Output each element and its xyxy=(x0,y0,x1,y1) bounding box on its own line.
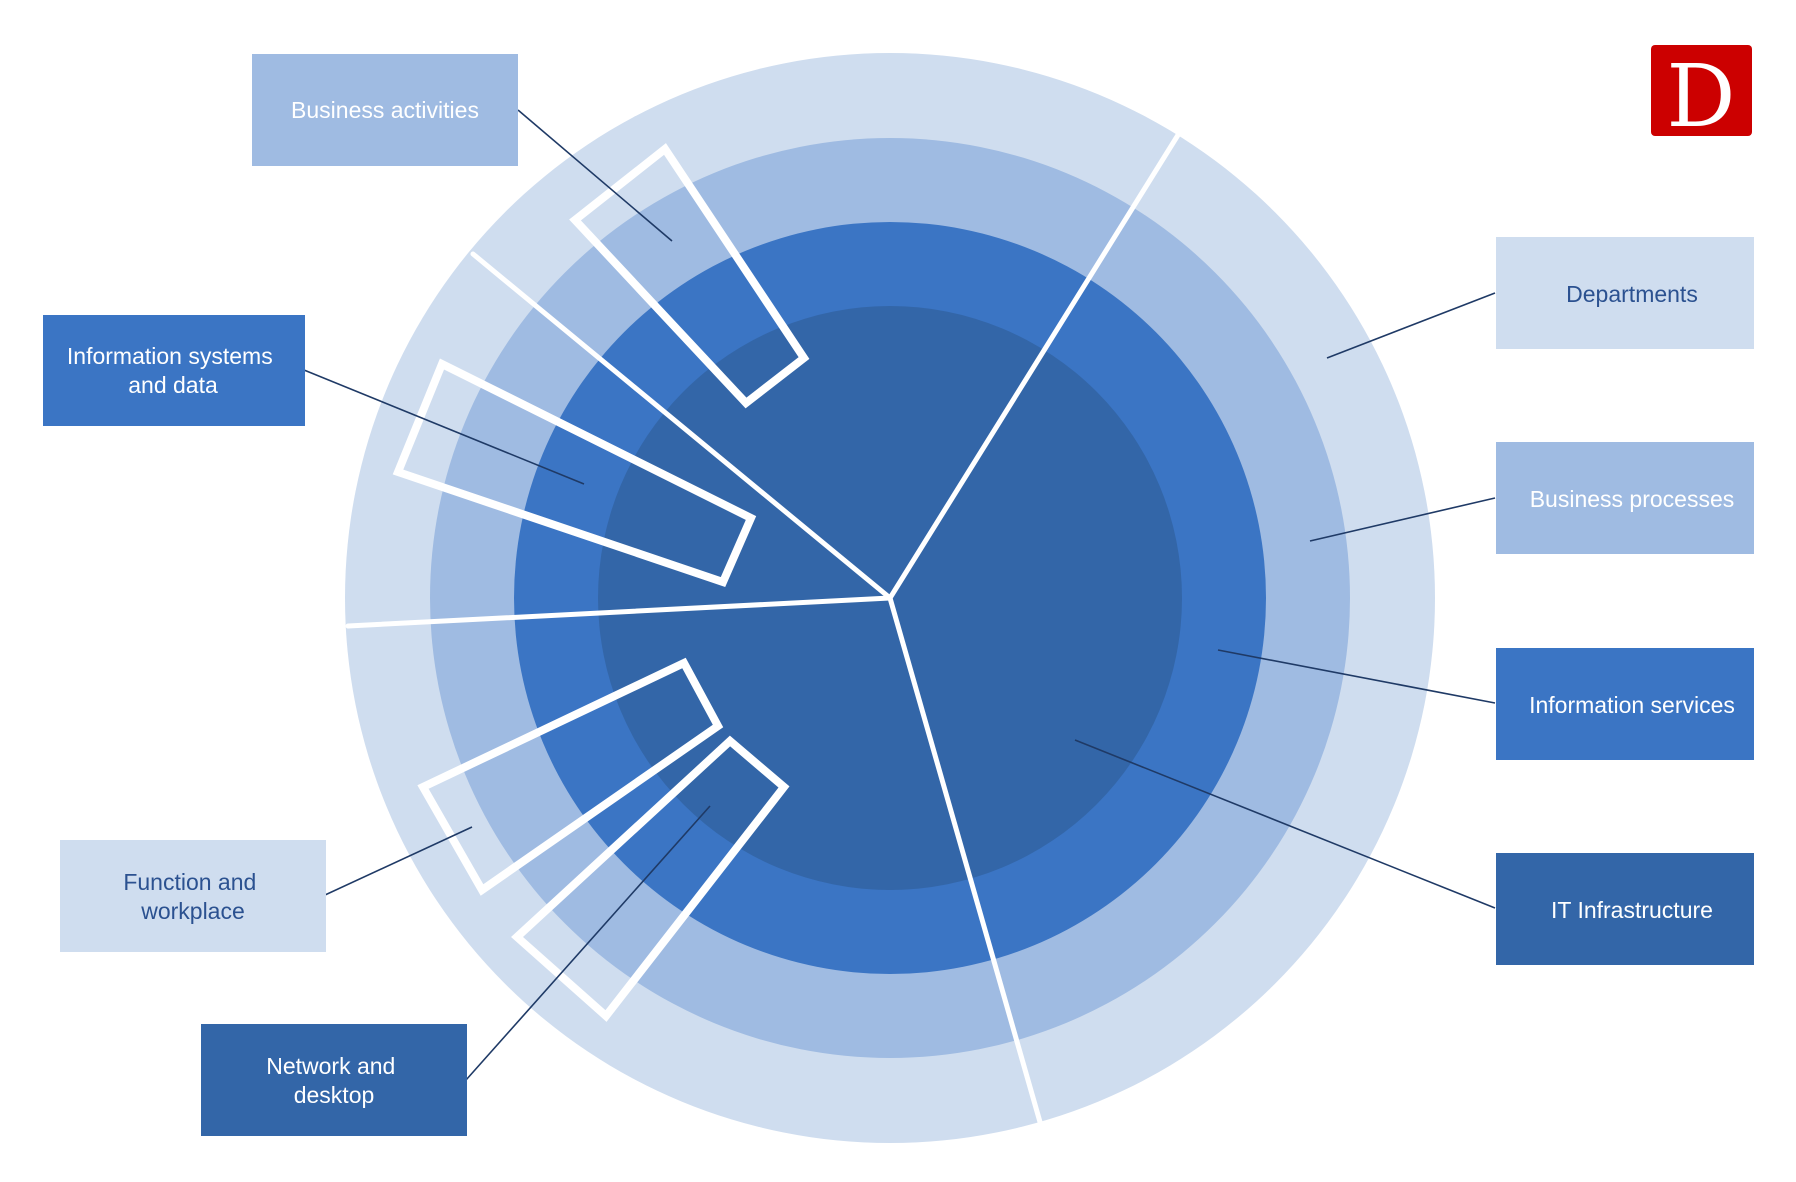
leader-network-desktop xyxy=(465,805,711,1081)
label-line-1: Function and xyxy=(123,869,256,895)
label-box xyxy=(1496,237,1754,349)
label-information-systems: Information systems and data xyxy=(43,315,305,426)
label-line-2: desktop xyxy=(294,1082,375,1108)
label-text: Information services xyxy=(1529,692,1735,718)
divider-left xyxy=(345,595,893,629)
divider-bottom xyxy=(887,595,1043,1125)
label-box xyxy=(252,54,518,166)
leader-information-services xyxy=(1217,649,1496,704)
label-text: IT Infrastructure xyxy=(1551,897,1713,923)
frame-network-desktop xyxy=(511,735,790,1022)
frame-information-systems xyxy=(392,358,757,587)
label-line-1: Information systems xyxy=(67,343,273,369)
sector-dividers xyxy=(345,132,1181,1125)
label-box xyxy=(1496,648,1754,760)
label-box xyxy=(43,315,305,426)
label-line-2: and data xyxy=(128,372,218,398)
brand-logo-icon: D xyxy=(1651,45,1752,147)
logo-background xyxy=(1651,45,1752,136)
label-text: Departments xyxy=(1566,281,1698,307)
label-text: Information systems and data xyxy=(67,343,279,398)
label-box xyxy=(201,1024,467,1136)
label-box xyxy=(1496,853,1754,965)
label-text: Business activities xyxy=(291,97,479,123)
label-line-1: Network and xyxy=(266,1053,395,1079)
logo-letter: D xyxy=(1667,47,1736,147)
divider-upper-left xyxy=(470,251,893,601)
label-departments: Departments xyxy=(1496,237,1754,349)
label-business-activities: Business activities xyxy=(252,54,518,166)
label-business-processes: Business processes xyxy=(1496,442,1754,554)
leader-information-systems xyxy=(303,369,585,485)
label-it-infrastructure: IT Infrastructure xyxy=(1496,853,1754,965)
label-text: Function and workplace xyxy=(123,869,262,924)
leader-business-activities xyxy=(517,109,673,242)
frame-business-activities xyxy=(569,143,810,409)
label-text: Business processes xyxy=(1530,486,1735,512)
label-text: Network and desktop xyxy=(266,1053,402,1108)
label-box xyxy=(1496,442,1754,554)
highlight-frames xyxy=(392,143,810,1022)
leader-it-infrastructure xyxy=(1074,739,1496,909)
label-box xyxy=(60,840,326,952)
frame-function-workplace xyxy=(417,657,724,896)
label-line-2: workplace xyxy=(140,898,245,924)
leader-departments xyxy=(1326,292,1496,359)
label-information-services: Information services xyxy=(1496,648,1754,760)
label-function-workplace: Function and workplace xyxy=(60,840,326,952)
leader-lines xyxy=(303,109,1496,1081)
leader-function-workplace xyxy=(324,826,473,896)
label-network-desktop: Network and desktop xyxy=(201,1024,467,1136)
divider-upper-right xyxy=(887,132,1181,601)
leader-business-processes xyxy=(1309,497,1496,542)
